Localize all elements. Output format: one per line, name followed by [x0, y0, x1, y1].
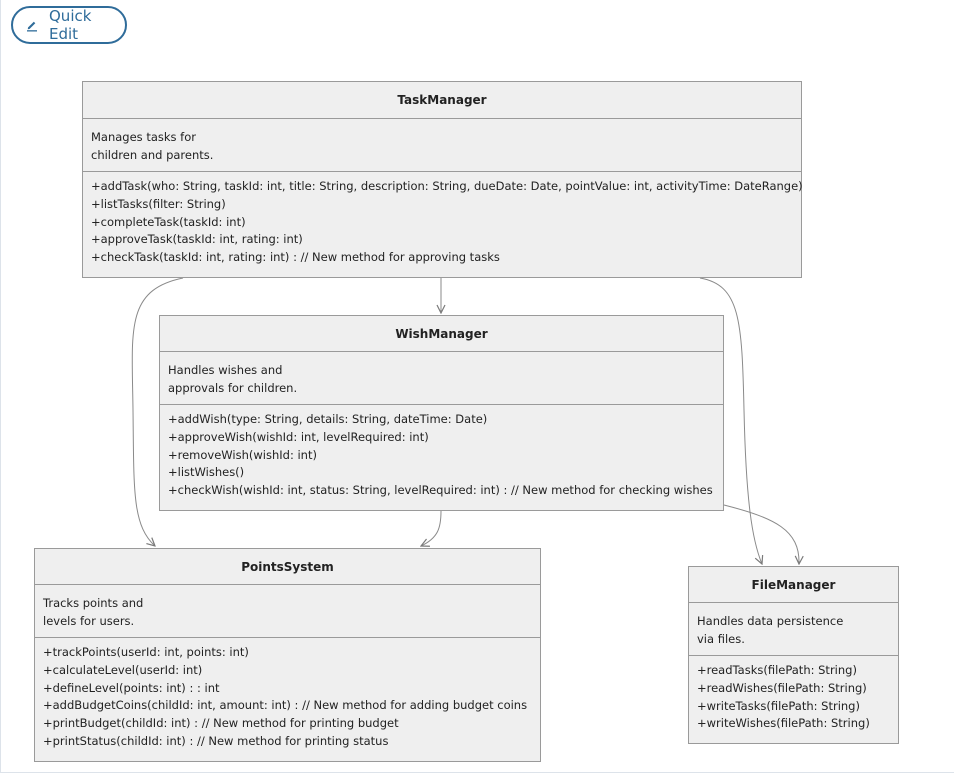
- description-line: children and parents.: [91, 148, 214, 162]
- class-pointssystem[interactable]: PointsSystem Tracks points and levels fo…: [34, 548, 541, 762]
- method-item: +defineLevel(points: int) : : int: [43, 680, 220, 695]
- class-description: Manages tasks for children and parents.: [83, 119, 801, 172]
- method-item: +listTasks(filter: String): [91, 196, 226, 211]
- description-line: levels for users.: [43, 614, 135, 628]
- description-line: Tracks points and: [43, 596, 144, 610]
- class-description: Handles data persistence via files.: [689, 603, 898, 656]
- method-item: +trackPoints(userId: int, points: int): [43, 645, 249, 659]
- method-item: +approveWish(wishId: int, levelRequired:…: [168, 429, 429, 444]
- class-name: FileManager: [689, 567, 898, 603]
- class-taskmanager[interactable]: TaskManager Manages tasks for children a…: [82, 81, 803, 278]
- method-item: +addTask(who: String, taskId: int, title…: [91, 179, 803, 193]
- description-line: Handles wishes and: [168, 363, 283, 377]
- method-item: +printBudget(childId: int) : // New meth…: [43, 716, 399, 731]
- class-methods: +addTask(who: String, taskId: int, title…: [83, 172, 803, 267]
- method-item: +readWishes(filePath: String): [697, 680, 867, 695]
- method-item: +writeTasks(filePath: String): [697, 698, 860, 713]
- description-line: Manages tasks for: [91, 130, 196, 144]
- method-item: +printStatus(childId: int) : // New meth…: [43, 733, 389, 748]
- method-item: +writeWishes(filePath: String): [697, 716, 870, 731]
- class-description: Handles wishes and approvals for childre…: [160, 352, 723, 405]
- class-description: Tracks points and levels for users.: [35, 585, 540, 638]
- pencil-icon: [25, 18, 39, 32]
- method-item: +listWishes(): [168, 465, 245, 480]
- class-methods: +trackPoints(userId: int, points: int) +…: [35, 638, 540, 751]
- quick-edit-button[interactable]: Quick Edit: [11, 6, 127, 44]
- method-item: +addBudgetCoins(childId: int, amount: in…: [43, 698, 528, 713]
- class-name: PointsSystem: [35, 549, 540, 585]
- class-filemanager[interactable]: FileManager Handles data persistence via…: [688, 566, 899, 744]
- class-name: TaskManager: [83, 82, 801, 119]
- method-item: +approveTask(taskId: int, rating: int): [91, 232, 303, 247]
- method-item: +checkWish(wishId: int, status: String, …: [168, 483, 713, 498]
- quick-edit-label: Quick Edit: [49, 7, 92, 43]
- method-item: +removeWish(wishId: int): [168, 447, 317, 462]
- method-item: +calculateLevel(userId: int): [43, 662, 203, 677]
- description-line: Handles data persistence: [697, 614, 844, 628]
- method-item: +readTasks(filePath: String): [697, 663, 857, 677]
- class-methods: +readTasks(filePath: String) +readWishes…: [689, 656, 898, 733]
- class-wishmanager[interactable]: WishManager Handles wishes and approvals…: [159, 315, 724, 511]
- method-item: +addWish(type: String, details: String, …: [168, 412, 488, 426]
- method-item: +checkTask(taskId: int, rating: int) : /…: [91, 250, 500, 265]
- description-line: via files.: [697, 632, 745, 646]
- class-name: WishManager: [160, 316, 723, 352]
- description-line: approvals for children.: [168, 381, 298, 395]
- method-item: +completeTask(taskId: int): [91, 214, 246, 229]
- class-methods: +addWish(type: String, details: String, …: [160, 405, 723, 500]
